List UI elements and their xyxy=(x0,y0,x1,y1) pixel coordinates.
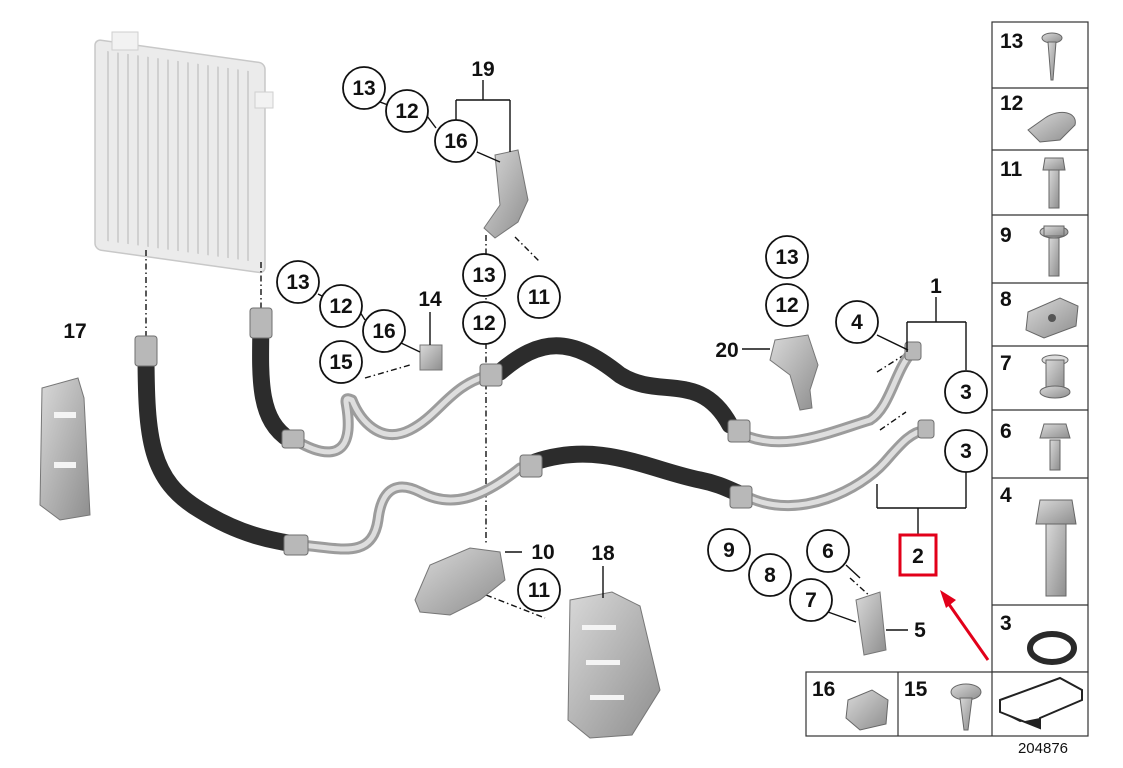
label-18: 18 xyxy=(591,542,615,565)
bracket-10 xyxy=(414,547,506,616)
callout-3-lower: 3 xyxy=(944,429,988,473)
pipe-clip-icon xyxy=(1027,111,1076,143)
callout-16-top-text: 16 xyxy=(444,130,467,153)
bracket-5 xyxy=(855,591,887,656)
callout-4-text: 4 xyxy=(851,311,863,334)
bracket-17 xyxy=(39,377,91,521)
callout-12-right: 12 xyxy=(765,283,809,327)
callout-6: 6 xyxy=(806,529,850,573)
callout-8: 8 xyxy=(748,553,792,597)
label-20: 20 xyxy=(715,339,738,362)
callout-6-text: 6 xyxy=(822,540,834,563)
callouts: 13 12 16 13 12 16 15 13 xyxy=(276,66,988,622)
callout-13-right: 13 xyxy=(765,235,809,279)
callout-12-top: 12 xyxy=(385,89,429,133)
callout-3-lower-text: 3 xyxy=(960,440,972,463)
callout-8-text: 8 xyxy=(764,564,776,587)
label-10: 10 xyxy=(531,541,554,564)
callout-12-top-text: 12 xyxy=(395,100,418,123)
label-5: 5 xyxy=(914,619,926,642)
plain-labels: 19 17 14 20 1 10 18 5 xyxy=(63,58,942,642)
panel-label-13: 13 xyxy=(1000,30,1023,53)
bottom-panel: 16 15 xyxy=(805,671,1089,737)
callout-13-center-text: 13 xyxy=(472,264,495,287)
bracket-20 xyxy=(769,334,819,411)
callout-12-left-text: 12 xyxy=(329,295,352,318)
panel-label-16: 16 xyxy=(812,678,835,701)
hose-fittings xyxy=(134,307,935,556)
panel-label-6: 6 xyxy=(1000,420,1012,443)
panel-label-8: 8 xyxy=(1000,288,1012,311)
bracket-19 xyxy=(483,149,529,239)
callout-7: 7 xyxy=(789,578,833,622)
cable-holder-icon xyxy=(1025,297,1079,339)
callout-13-top: 13 xyxy=(342,66,386,110)
callout-16-top: 16 xyxy=(434,119,478,163)
callout-15: 15 xyxy=(319,340,363,384)
callout-11-lower-text: 11 xyxy=(528,579,551,602)
torx-screw-icon xyxy=(950,683,982,731)
callout-16-left: 16 xyxy=(362,309,406,353)
callout-12-center: 12 xyxy=(462,301,506,345)
long-hex-bolt-icon xyxy=(1035,499,1077,597)
panel-label-3: 3 xyxy=(1000,612,1012,635)
rivet-nut-icon xyxy=(1039,354,1071,399)
panel-label-4: 4 xyxy=(1000,484,1012,507)
label-2: 2 xyxy=(912,545,924,568)
flange-bolt-icon xyxy=(1039,423,1071,471)
callout-16-left-text: 16 xyxy=(372,320,395,343)
diagram-reference-number: 204876 xyxy=(1018,740,1068,757)
direction-arrow-icon xyxy=(999,676,1083,730)
highlighted-part-2: 2 xyxy=(898,533,938,577)
callout-13-left-text: 13 xyxy=(286,271,309,294)
callout-3-upper: 3 xyxy=(944,370,988,414)
callout-11-lower: 11 xyxy=(517,568,561,612)
o-ring-icon xyxy=(1027,631,1077,665)
self-tapping-screw-icon xyxy=(1041,32,1063,81)
callout-7-text: 7 xyxy=(805,589,817,612)
red-arrow-icon xyxy=(940,590,990,661)
hose-clip-icon xyxy=(845,689,889,731)
panel-label-9: 9 xyxy=(1000,224,1012,247)
oil-cooler xyxy=(94,31,274,274)
callout-9: 9 xyxy=(707,528,751,572)
panel-label-11: 11 xyxy=(1000,158,1023,181)
panel-label-7: 7 xyxy=(1000,352,1012,375)
callout-12-left: 12 xyxy=(319,284,363,328)
callout-3-upper-text: 3 xyxy=(960,381,972,404)
label-1: 1 xyxy=(930,275,942,298)
callout-12-center-text: 12 xyxy=(472,312,495,335)
callout-11-upper-text: 11 xyxy=(528,286,551,309)
panel-label-12: 12 xyxy=(1000,92,1023,115)
hex-bolt-icon xyxy=(1042,157,1066,209)
callout-13-right-text: 13 xyxy=(775,246,798,269)
callout-9-text: 9 xyxy=(723,539,735,562)
leader-lines xyxy=(317,80,967,631)
heat-shield-18 xyxy=(567,591,661,739)
callout-12-right-text: 12 xyxy=(775,294,798,317)
panel-label-15: 15 xyxy=(904,678,928,701)
callout-13-left: 13 xyxy=(276,260,320,304)
callout-13-center: 13 xyxy=(462,253,506,297)
oil-lines xyxy=(137,313,932,555)
label-14: 14 xyxy=(418,288,442,311)
label-17: 17 xyxy=(63,320,86,343)
collar-bolt-icon xyxy=(1039,225,1069,277)
callout-4: 4 xyxy=(835,300,879,344)
parts-panel: 13 12 11 9 8 7 6 4 3 xyxy=(991,21,1089,673)
clip-14 xyxy=(419,344,443,371)
callout-11-upper: 11 xyxy=(517,275,561,319)
callout-15-text: 15 xyxy=(329,351,353,374)
label-19: 19 xyxy=(471,58,494,81)
callout-13-top-text: 13 xyxy=(352,77,375,100)
